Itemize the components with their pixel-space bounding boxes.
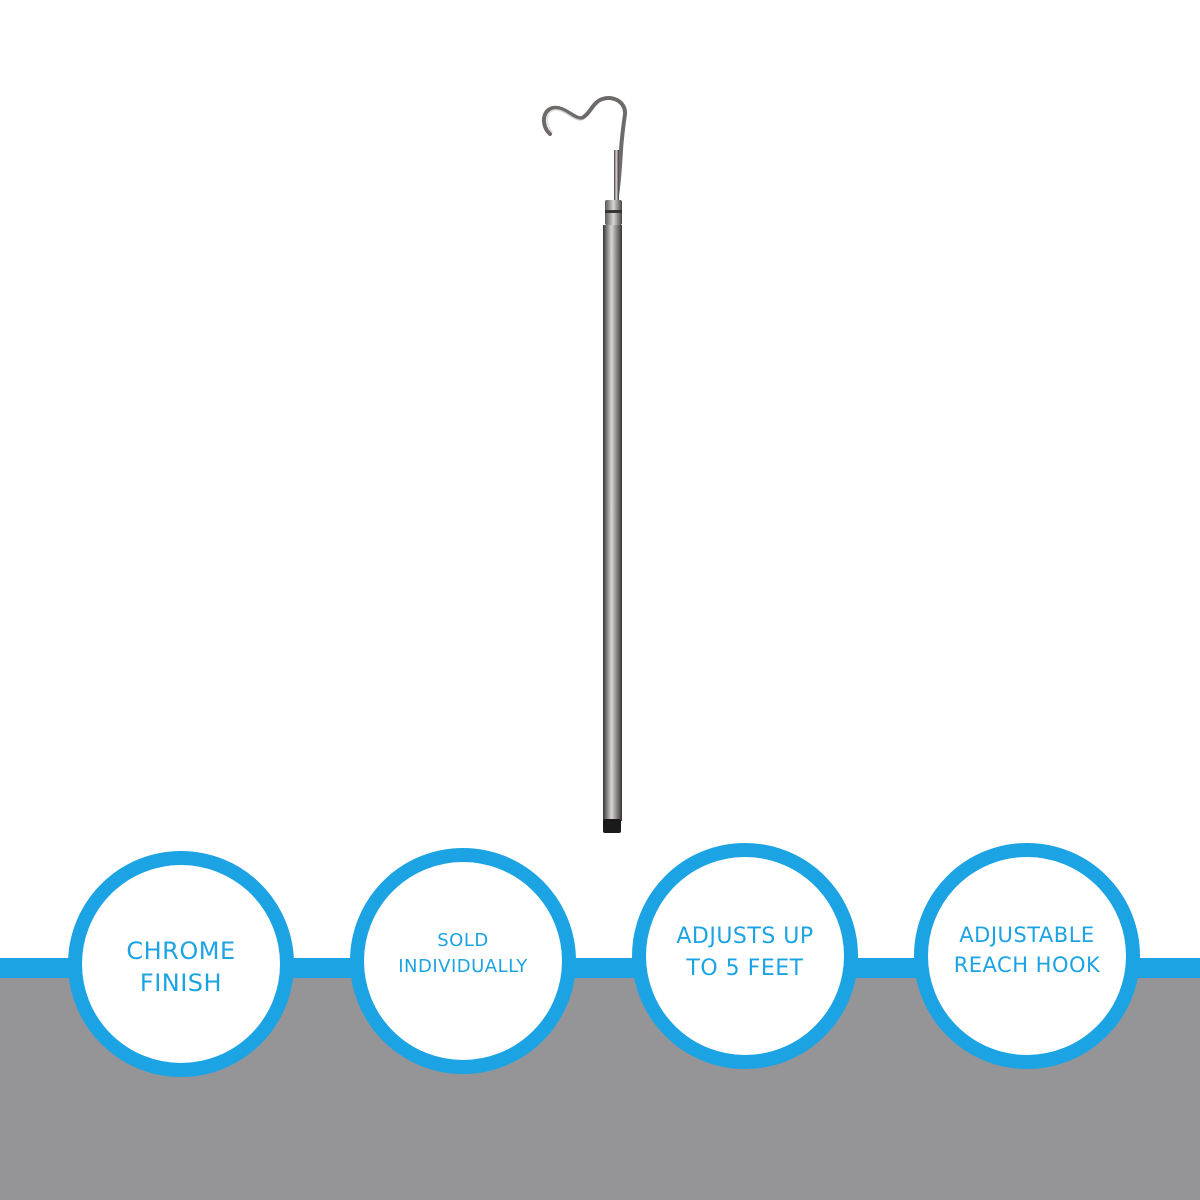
feature-badge-chrome-finish: CHROME FINISH bbox=[68, 851, 294, 1077]
pole-tube bbox=[603, 225, 622, 821]
feature-badge-label: ADJUSTS UP TO 5 FEET bbox=[676, 924, 814, 981]
feature-badge-adjusts-up-to-5-feet: ADJUSTS UP TO 5 FEET bbox=[632, 843, 858, 1069]
hook-icon bbox=[542, 95, 627, 198]
feature-badge-adjustable-reach-hook: ADJUSTABLE REACH HOOK bbox=[914, 843, 1140, 1069]
feature-badge-label: SOLD INDIVIDUALLY bbox=[398, 930, 528, 977]
reach-hook-pole-icon bbox=[542, 95, 627, 833]
feature-badge-label: ADJUSTABLE REACH HOOK bbox=[953, 923, 1101, 977]
feature-badge-label: CHROME FINISH bbox=[126, 937, 236, 997]
feature-badge-sold-individually: SOLD INDIVIDUALLY bbox=[350, 848, 576, 1074]
rubber-tip-icon bbox=[603, 819, 621, 833]
blue-connector-line bbox=[0, 958, 1200, 978]
hook-shaft bbox=[614, 150, 619, 202]
